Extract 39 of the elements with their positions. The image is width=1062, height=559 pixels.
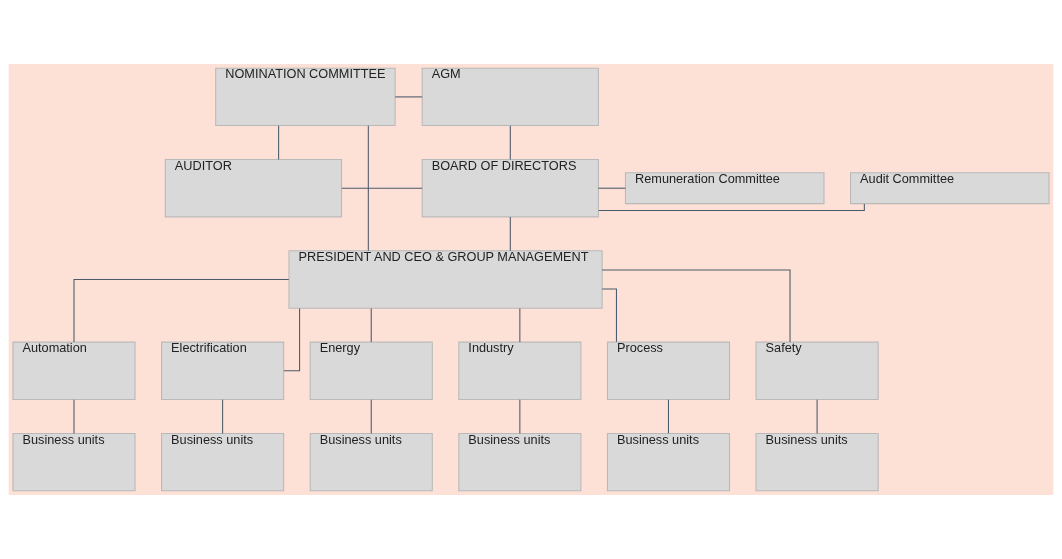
node-box: Business units — [755, 432, 879, 492]
node-box: Audit Committee — [850, 172, 1050, 205]
connector — [367, 125, 369, 252]
node-box: Business units — [309, 432, 433, 492]
node-box: Remuneration Committee — [624, 172, 825, 205]
connector — [601, 288, 617, 343]
node-box: Safety — [755, 341, 879, 400]
connector — [73, 278, 290, 343]
connector — [597, 187, 626, 189]
node-box: Automation — [12, 341, 136, 400]
connector — [278, 125, 280, 161]
node-box: Industry — [458, 341, 582, 400]
connector — [73, 399, 75, 434]
node-box: Business units — [12, 432, 136, 492]
node-box: Business units — [161, 432, 285, 492]
connector — [598, 203, 865, 212]
node-box: Electrification — [161, 341, 285, 400]
node-box: NOMINATION COMMITTEE — [215, 67, 396, 127]
connector — [509, 125, 511, 161]
connector — [370, 307, 372, 343]
connector — [222, 399, 224, 434]
connector — [509, 216, 511, 252]
connector — [601, 269, 791, 343]
connector — [667, 399, 669, 434]
connector — [283, 307, 301, 372]
node-box: AUDITOR — [164, 159, 343, 218]
connector — [370, 399, 372, 434]
connector — [519, 399, 521, 434]
node-box: PRESIDENT AND CEO & GROUP MANAGEMENT — [288, 250, 603, 309]
node-box: Business units — [458, 432, 582, 492]
node-box: Business units — [606, 432, 731, 492]
connector — [341, 187, 423, 189]
node-box: Energy — [309, 341, 433, 400]
connector — [394, 96, 423, 98]
connector — [519, 307, 521, 343]
connector — [816, 399, 818, 434]
node-box: AGM — [421, 67, 599, 127]
node-box: BOARD OF DIRECTORS — [421, 159, 599, 218]
node-box: Process — [606, 341, 731, 400]
